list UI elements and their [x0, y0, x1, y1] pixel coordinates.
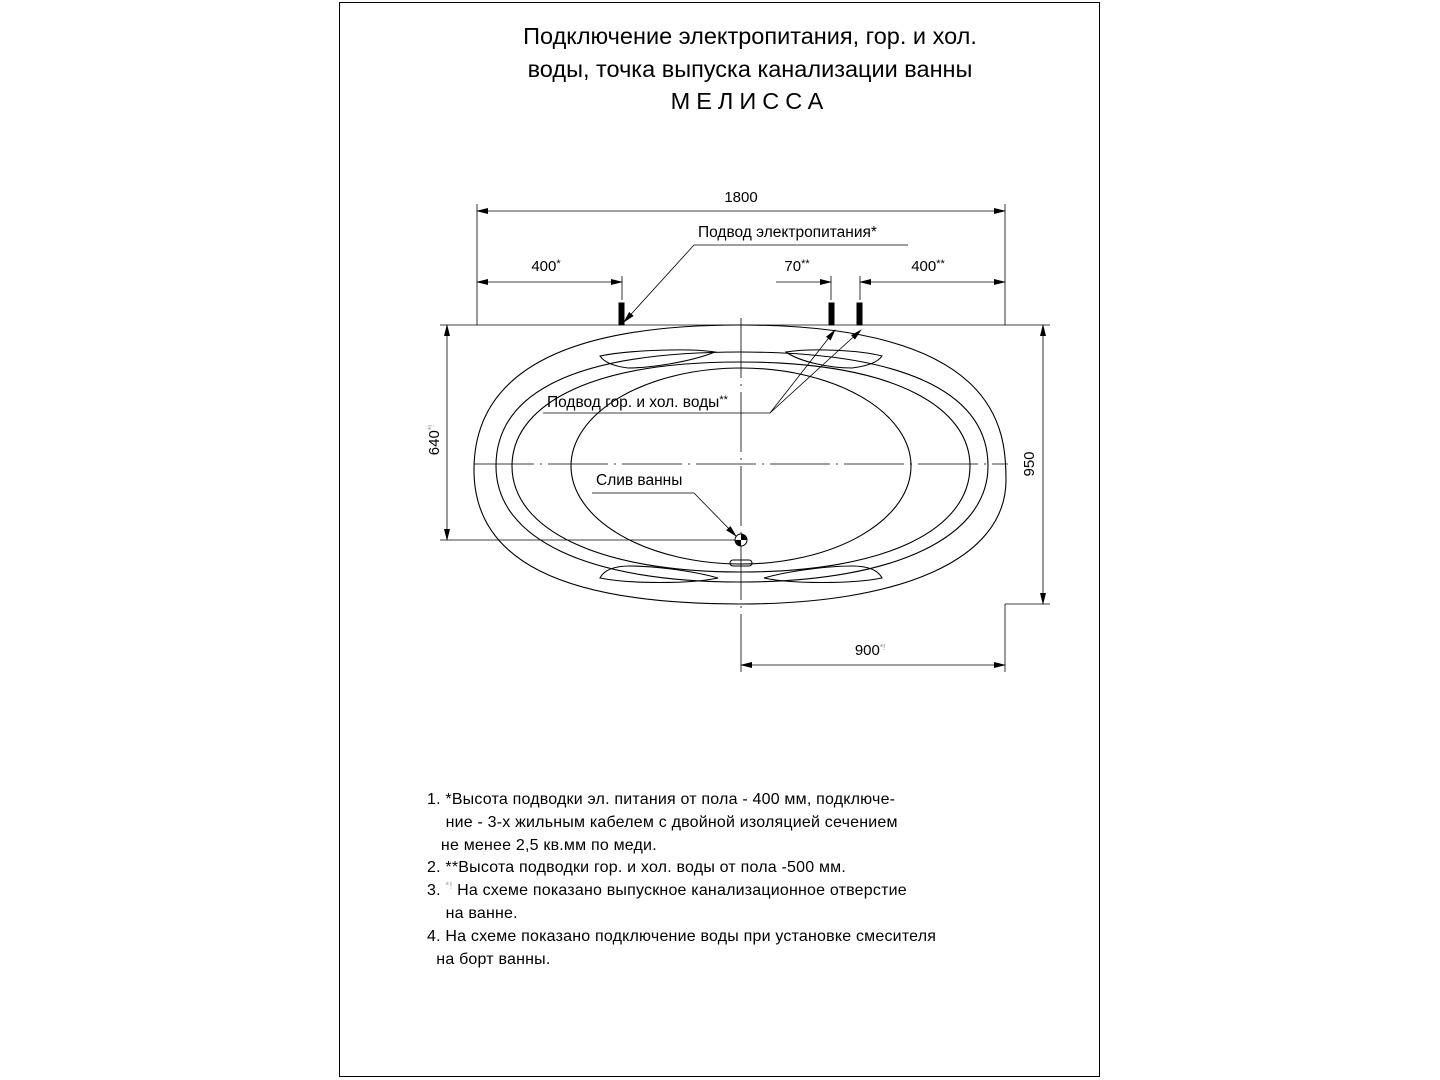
dim-drain-offset-label: 900*! [855, 642, 885, 659]
water-leader-hot [769, 329, 836, 414]
note-3-line-2: на ванне. [427, 904, 518, 922]
drain-symbol [734, 533, 748, 547]
dim-drain-height-mark: *! [427, 425, 436, 430]
water-supply-mark: ** [719, 394, 728, 406]
model-name: МЕЛИССА [670, 88, 830, 114]
dim-left-power-mark: * [556, 258, 561, 270]
headrest-bottom-left [599, 565, 719, 584]
dim-left-power-label: 400* [531, 258, 561, 275]
headrest-top-left [599, 349, 718, 369]
leader-lines [543, 244, 908, 537]
bathtub-outline [473, 324, 1007, 605]
dimension-lines [444, 208, 1046, 668]
dim-between-water-mark: ** [801, 258, 810, 270]
dim-left-power: 400 [531, 258, 556, 275]
dim-drain-offset-mark: *! [880, 643, 885, 652]
drain-leader [592, 492, 737, 537]
supply-pipes [618, 302, 863, 326]
headrest-bottom-right [763, 565, 883, 584]
note-3-prefix: 3. [427, 882, 446, 900]
dim-right-water: 400 [911, 258, 936, 275]
water-supply-label-group: Подвод гор. и хол. воды** [547, 394, 729, 411]
tub-outer-rim [473, 324, 1007, 605]
power-leader [623, 244, 908, 323]
installation-notes: 1. *Высота подводки эл. питания от пола … [427, 789, 936, 971]
note-4-line-2: на борт ванны. [427, 950, 551, 968]
power-supply-label: Подвод электропитания* [698, 224, 877, 241]
power-supply-pipe [618, 302, 625, 326]
dim-between-water-label: 70** [784, 258, 810, 275]
drain-label: Слив ванны [596, 472, 682, 489]
center-lines [474, 318, 1008, 672]
dim-between-water: 70 [784, 258, 801, 275]
note-1-line-1: 1. *Высота подводки эл. питания от пола … [427, 791, 896, 808]
title-line-2: воды, точка выпуска канализации ванны [527, 56, 973, 82]
dim-drain-height-label: 640*! [426, 425, 443, 455]
title-line-1: Подключение электропитания, гор. и хол. [523, 23, 977, 49]
hot-water-pipe [828, 302, 835, 326]
dim-total-width: 1800 [724, 189, 757, 206]
drawing-sheet-border [339, 2, 1100, 1077]
dim-drain-height: 640 [426, 430, 443, 455]
headrest-top-right [784, 349, 883, 369]
dim-total-depth: 950 [1021, 451, 1038, 476]
dim-right-water-label: 400** [911, 258, 945, 275]
water-leader-cold [769, 329, 862, 414]
dim-drain-offset: 900 [855, 642, 880, 659]
drawing-title: Подключение электропитания, гор. и хол. … [340, 20, 1160, 118]
dim-right-water-mark: ** [936, 258, 945, 270]
note-3-line-1: 3. *! На схеме показано выпускное канали… [427, 880, 936, 903]
note-3-text: На схеме показано выпускное канализацион… [452, 882, 907, 900]
tub-rim-contour [495, 351, 989, 583]
note-3-mark: *! [445, 880, 453, 892]
note-1-line-3: не менее 2,5 кв.мм по меди. [427, 836, 657, 854]
callout-labels: Подвод электропитания* Подвод гор. и хол… [547, 224, 877, 489]
cold-water-pipe [856, 302, 863, 326]
note-1-line-2: ние - 3-х жильным кабелем с двойной изол… [427, 813, 898, 831]
note-4-line-1: 4. На схеме показано подключение воды пр… [427, 927, 937, 945]
tub-inner-contour [511, 361, 971, 573]
dimension-labels: 1800 400* 70** 400** 640*! 950 900*! [426, 189, 1038, 659]
note-2-line-1: 2. **Высота подводки гор. и хол. воды от… [427, 859, 846, 877]
water-supply-label: Подвод гор. и хол. воды [547, 394, 719, 411]
